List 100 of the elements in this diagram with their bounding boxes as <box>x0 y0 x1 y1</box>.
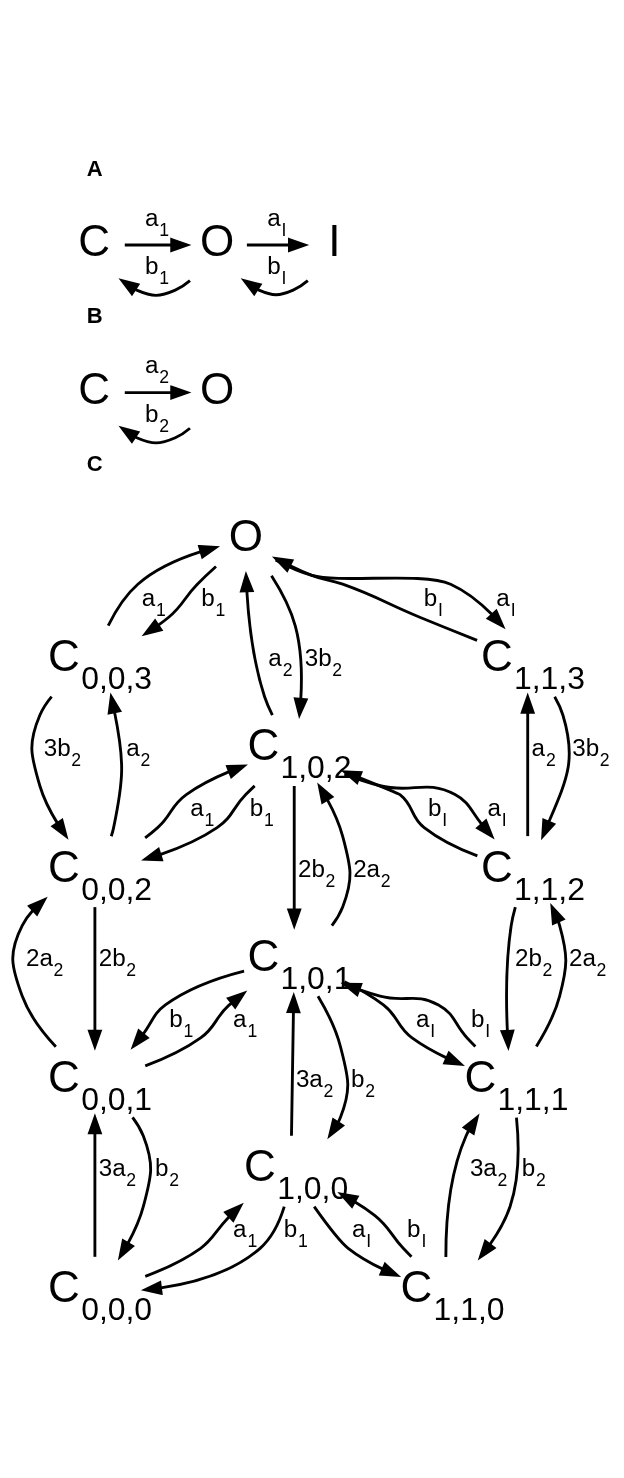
arrow <box>107 691 124 837</box>
node-text: I <box>328 215 341 265</box>
edge-label: 3b$_{2}$ <box>43 733 82 770</box>
arrow <box>535 902 568 1047</box>
node-text: C$_{0,0,3}$ <box>48 630 153 696</box>
edge-label: 3a$_{2}$ <box>469 1153 508 1190</box>
arrow <box>130 969 245 1050</box>
edge-label: b$_{2}$ <box>350 1064 376 1101</box>
edge-label: a$_{I}$ <box>496 583 516 620</box>
edge-label: a$_{I}$ <box>267 203 287 240</box>
arrow <box>118 425 191 444</box>
arrow <box>340 769 478 857</box>
edge-label: a$_{1}$ <box>145 203 170 240</box>
arrow <box>141 565 217 636</box>
arrow <box>343 979 465 1066</box>
arrow <box>286 785 302 930</box>
arrow <box>240 277 309 296</box>
edge-label: a$_{1}$ <box>190 793 215 830</box>
arrow <box>246 237 310 252</box>
arrow <box>343 772 495 839</box>
arrow <box>317 781 352 926</box>
edge-label: a$_{2}$ <box>531 733 556 770</box>
edge-label: a$_{I}$ <box>352 1214 372 1251</box>
edge-label: 2a$_{2}$ <box>26 943 64 980</box>
node-text: C <box>78 215 111 265</box>
label: C <box>86 450 103 476</box>
edge-label: b$_{1}$ <box>169 1004 194 1040</box>
node-text: C$_{1,1,0}$ <box>400 1261 505 1327</box>
edge-label: a$_{2}$ <box>145 350 170 387</box>
node-text: O <box>200 363 235 413</box>
arrow <box>118 277 191 297</box>
edge-label: b$_{2}$ <box>145 399 170 436</box>
node-text: C <box>78 363 111 413</box>
node-text: C$_{0,0,1}$ <box>48 1051 153 1117</box>
edge-label: b$_{I}$ <box>423 583 443 620</box>
label: A <box>86 155 103 181</box>
arrow <box>313 1205 402 1277</box>
node-text: C$_{0,0,0}$ <box>48 1261 153 1327</box>
arrow <box>124 237 192 252</box>
arrow <box>140 1205 286 1295</box>
edge-label: 2b$_{2}$ <box>298 854 336 891</box>
arrow <box>144 763 248 839</box>
arrow <box>144 1202 244 1278</box>
arrow <box>477 1116 520 1260</box>
edge-label: 2b$_{2}$ <box>515 943 553 980</box>
arrow <box>316 995 350 1139</box>
edge-label: b$_{1}$ <box>145 251 170 288</box>
arrow <box>141 784 256 861</box>
node-text: C$_{1,0,1}$ <box>247 930 352 996</box>
arrow <box>124 384 192 400</box>
node-text: O <box>200 215 235 265</box>
edge-label: a$_{1}$ <box>233 1004 258 1040</box>
arrow <box>106 544 221 626</box>
edge-label: 2a$_{2}$ <box>353 854 391 891</box>
edge-label: b$_{I}$ <box>470 1004 491 1040</box>
node-text: C$_{1,1,3}$ <box>480 630 585 696</box>
arrow <box>337 1191 413 1258</box>
edge-label: 2b$_{2}$ <box>98 943 137 980</box>
edge-label: 3a$_{2}$ <box>295 1064 334 1101</box>
node-text: C$_{0,0,2}$ <box>48 841 153 907</box>
edge-label: b$_{2}$ <box>154 1153 180 1190</box>
arrow <box>274 558 506 629</box>
node-text: C$_{1,1,1}$ <box>464 1051 569 1117</box>
node-text: O <box>228 510 263 560</box>
edge-label: b$_{I}$ <box>267 251 287 288</box>
arrow <box>11 896 57 1048</box>
arrow <box>541 695 571 840</box>
label: B <box>86 302 103 328</box>
edge-label: a$_{2}$ <box>268 643 293 680</box>
edge-label: a$_{I}$ <box>487 793 507 830</box>
node-text: C$_{1,0,0}$ <box>244 1140 349 1206</box>
edge-label: a$_{1}$ <box>141 583 166 620</box>
edge-label: a$_{2}$ <box>126 733 151 770</box>
arrow <box>271 555 478 642</box>
node-text: C$_{1,0,2}$ <box>247 719 352 785</box>
edge-label: b$_{I}$ <box>428 793 448 830</box>
edge-label: 3a$_{2}$ <box>98 1153 137 1190</box>
edge-label: b$_{1}$ <box>201 583 226 620</box>
edge-label: 2a$_{2}$ <box>569 943 607 980</box>
node-text: C$_{1,1,2}$ <box>480 841 585 907</box>
arrow <box>444 1113 480 1257</box>
arrow <box>520 691 536 836</box>
arrow <box>30 695 69 840</box>
edge-label: b$_{2}$ <box>521 1153 546 1190</box>
edge-label: a$_{1}$ <box>233 1214 258 1251</box>
edge-label: a$_{I}$ <box>415 1004 436 1040</box>
edge-label: b$_{I}$ <box>407 1214 427 1251</box>
arrow <box>239 570 274 716</box>
edge-label: b$_{1}$ <box>249 793 274 830</box>
arrow <box>117 1115 153 1260</box>
arrow <box>270 574 309 719</box>
arrow <box>286 991 301 1136</box>
edge-label: 3b$_{2}$ <box>304 643 343 680</box>
arrow <box>144 990 248 1067</box>
arrow <box>87 1112 103 1257</box>
arrow <box>499 906 517 1051</box>
edge-label: 3b$_{2}$ <box>572 733 610 770</box>
edge-label: b$_{1}$ <box>283 1214 308 1251</box>
arrow <box>340 982 477 1047</box>
arrow <box>87 906 103 1051</box>
